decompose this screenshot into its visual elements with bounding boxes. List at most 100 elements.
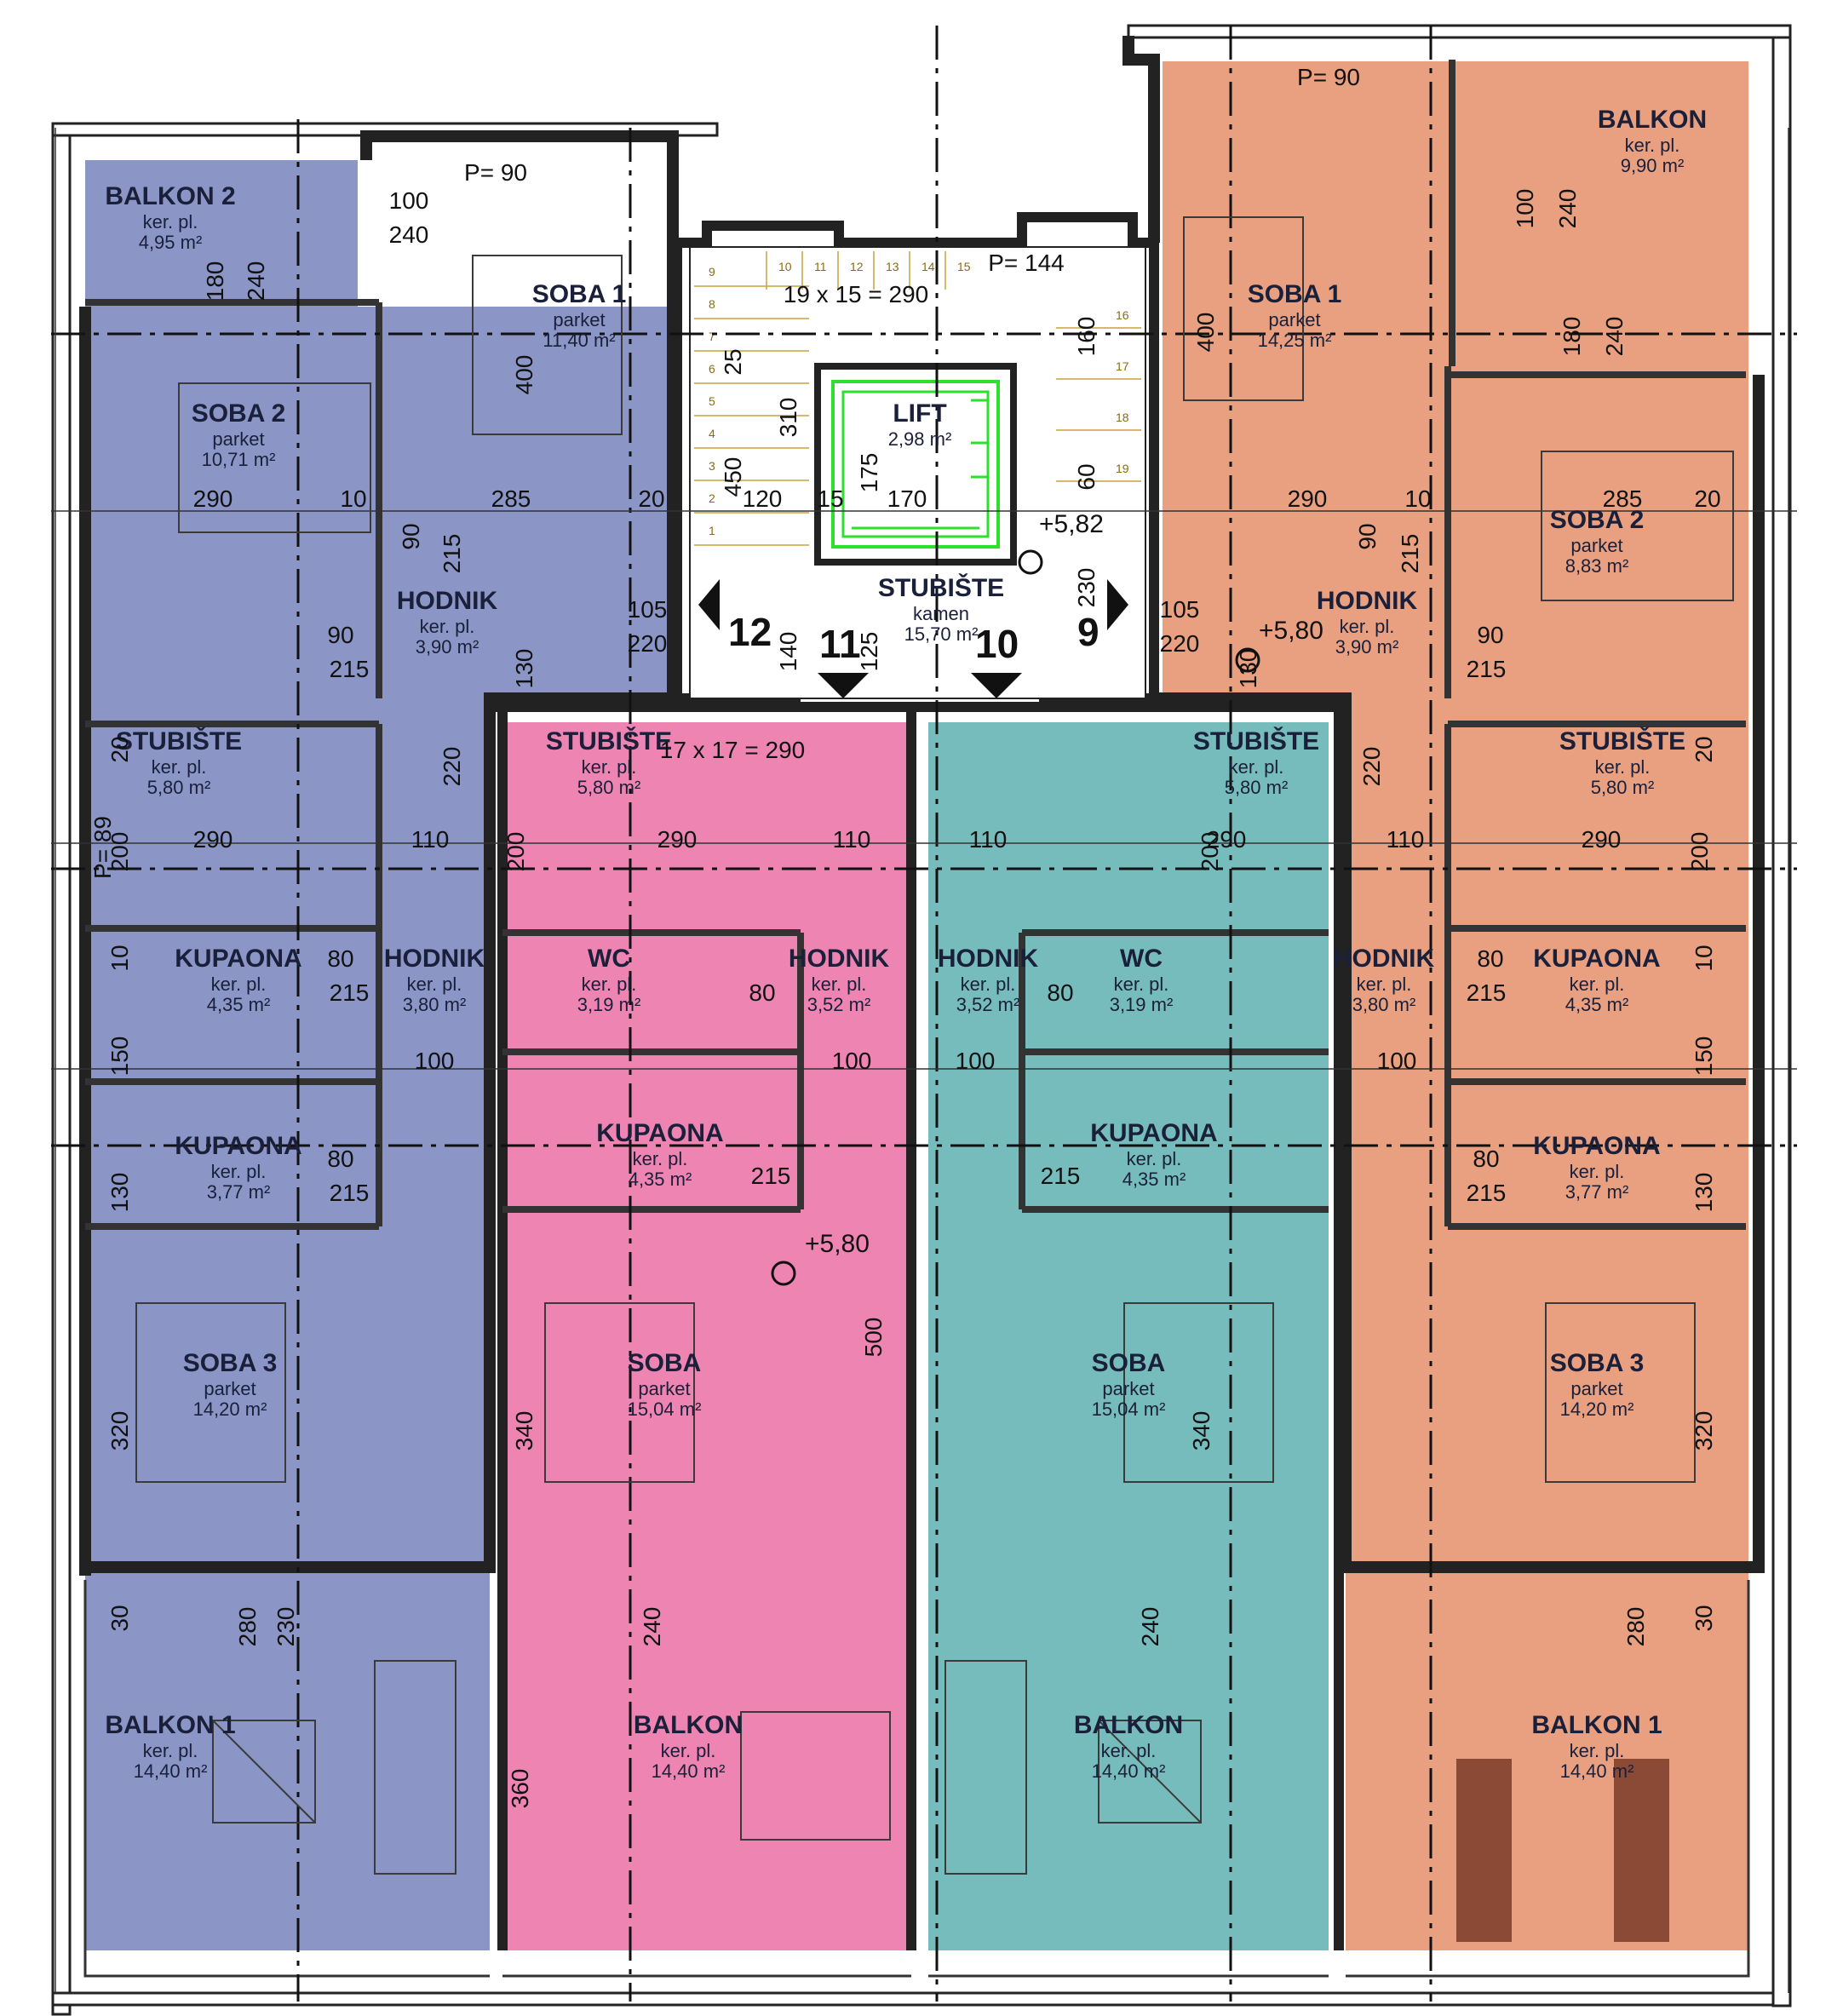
dimension-label: 200 — [502, 832, 529, 872]
dimension-label: 290 — [193, 485, 233, 512]
room-name: HODNIK — [1334, 945, 1435, 973]
room-name: SOBA 3 — [1550, 1349, 1645, 1377]
dimension-label: 100 — [1377, 1048, 1417, 1074]
room-finish: parket — [1268, 309, 1320, 330]
dimension-label: 19 x 15 = 290 — [784, 281, 928, 307]
room-area: 14,20 m² — [193, 1399, 267, 1420]
room-name: KUPAONA — [1533, 1132, 1660, 1160]
room-area: 5,80 m² — [1591, 777, 1655, 798]
room-area: 8,83 m² — [1565, 555, 1629, 577]
dimension-label: 90 — [1354, 523, 1381, 549]
dimension-label: P= 89 — [89, 816, 116, 879]
axis-horizontal — [51, 332, 1797, 1147]
dimension-label: 215 — [330, 979, 370, 1006]
dimension-label: P= 90 — [464, 159, 527, 186]
unit-teal-zone — [928, 722, 1329, 1950]
dimension-label: 105 — [1160, 596, 1200, 623]
room-area: 15,70 m² — [904, 623, 979, 645]
dimension-label: 180 — [1559, 317, 1585, 357]
room-name: WC — [1120, 945, 1163, 973]
room-area: 3,90 m² — [416, 636, 479, 658]
dimension-label: 400 — [511, 355, 537, 395]
room-area: 3,80 m² — [1352, 994, 1416, 1015]
dimension-label: 310 — [775, 398, 801, 438]
room-name: BALKON — [634, 1711, 743, 1739]
stair-number: 13 — [886, 260, 899, 273]
bed-soba2-right — [1541, 451, 1734, 601]
table-balkon-teal-diag — [1098, 1720, 1202, 1824]
room-finish: ker. pl. — [1595, 756, 1651, 778]
dimension-label: 30 — [1691, 1605, 1717, 1631]
axis-vertical — [296, 26, 1432, 2002]
room-finish: kamen — [913, 603, 969, 624]
room-area: 5,80 m² — [1225, 777, 1289, 798]
room-finish: ker. pl. — [1114, 974, 1169, 995]
room-area: 4,95 m² — [139, 232, 203, 253]
elevation-markers: +5,82 +5,80 +5,80 — [771, 510, 1323, 1286]
dimension-label: 90 — [1477, 622, 1503, 648]
room-area: 4,35 m² — [207, 994, 271, 1015]
dimension-lines — [51, 128, 1797, 1993]
dimension-label: 215 — [1041, 1163, 1081, 1189]
sofa-balkon1-left — [374, 1660, 456, 1875]
axis-lines — [51, 26, 1797, 2002]
corridor-wall — [490, 702, 1346, 1950]
room-name: HODNIK — [397, 587, 498, 615]
room-finish: ker. pl. — [211, 974, 267, 995]
dimension-label: 10 — [340, 485, 366, 512]
dimension-label: P= 144 — [988, 250, 1065, 276]
dimension-label: 110 — [1387, 826, 1425, 853]
sofa-balkon-teal — [944, 1660, 1027, 1875]
room-name: BALKON — [1074, 1711, 1183, 1739]
section-markers: 12 11 10 9 — [698, 579, 1128, 698]
dimension-label: 200 — [1686, 832, 1713, 872]
dimension-label: 80 — [327, 1146, 353, 1172]
stair-number: 3 — [709, 459, 715, 473]
dimension-label: 215 — [1467, 656, 1507, 682]
dimension-label: 160 — [1073, 317, 1099, 357]
dimension-label: 175 — [856, 453, 882, 493]
lounger-right-1 — [1456, 1759, 1512, 1942]
room-finish: ker. pl. — [1229, 756, 1284, 778]
dimension-label: 150 — [106, 1037, 133, 1077]
stair-number: 10 — [778, 260, 792, 273]
room-name: BALKON 1 — [1531, 1711, 1662, 1739]
dimension-label: 280 — [234, 1607, 261, 1647]
balcony-railings — [83, 1580, 1750, 1978]
room-area: 11,40 m² — [543, 330, 615, 351]
dimension-label: 215 — [1467, 979, 1507, 1006]
room-finish: ker. pl. — [1340, 616, 1395, 637]
section-arrow-12 — [698, 579, 720, 630]
dimension-label: 80 — [749, 979, 775, 1006]
bed-soba1-left — [472, 255, 623, 435]
section-arrow-11 — [818, 673, 869, 698]
dimension-label: 290 — [657, 826, 698, 853]
stair-number: 12 — [850, 260, 864, 273]
elevation-label-1: +5,82 — [1039, 510, 1104, 538]
room-finish: ker. pl. — [1625, 135, 1680, 156]
room-area: 3,90 m² — [1335, 636, 1399, 658]
table-balkon-teal — [1098, 1720, 1202, 1824]
dimension-label: 280 — [1622, 1607, 1649, 1647]
dimension-label: 170 — [887, 485, 927, 512]
section-label-10: 10 — [975, 622, 1019, 666]
stair-number: 8 — [709, 297, 715, 311]
dimension-label: 25 — [720, 348, 746, 375]
dimension-label: 20 — [106, 736, 133, 762]
dimension-label: 400 — [1192, 313, 1219, 353]
dimension-label: 100 — [415, 1048, 455, 1074]
stair-number: 11 — [814, 260, 827, 273]
